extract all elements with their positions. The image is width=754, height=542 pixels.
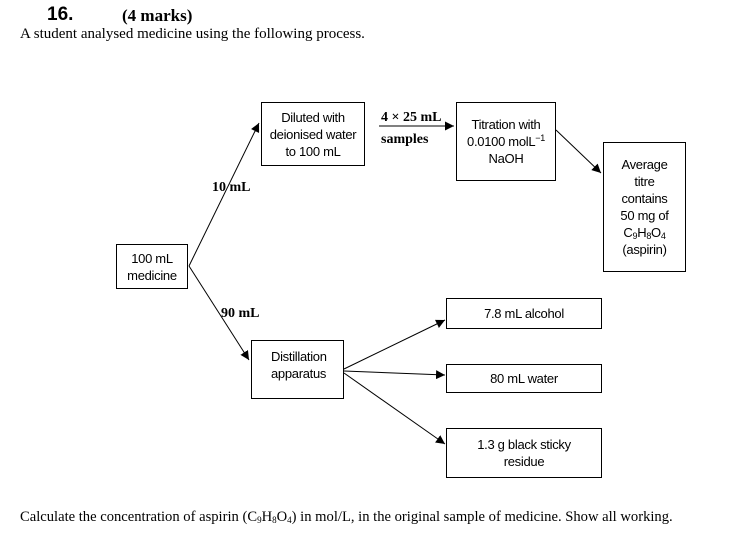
- product-water-box: 80 mL water: [446, 364, 602, 393]
- product-residue-line-1: 1.3 g black sticky: [477, 437, 571, 452]
- result-line-1: Average: [621, 157, 668, 172]
- transfer-label-line-2: samples: [381, 132, 429, 147]
- result-line-2: titre: [634, 174, 655, 189]
- formula-oxygen-count: 4: [660, 231, 666, 241]
- dilution-box: Diluted with deionised water to 100 mL: [261, 102, 365, 166]
- question-formula-carbon: C: [247, 509, 258, 525]
- titration-box: Titration with 0.0100 molL−1 NaOH: [456, 102, 556, 181]
- transfer-label: 4 × 25 mL samples: [381, 110, 441, 148]
- product-alcohol-label: 7.8 mL alcohol: [484, 306, 564, 321]
- distillation-box: Distillation apparatus: [251, 340, 344, 399]
- question-text: Calculate the concentration of aspirin (…: [20, 509, 673, 526]
- branch-up-label: 10 mL: [212, 180, 251, 195]
- marks-label: (4 marks): [122, 6, 193, 25]
- distillation-line-1: Distillation: [271, 349, 327, 364]
- dilution-line-3: to 100 mL: [285, 143, 341, 159]
- question-formula-carbon-count: 9: [257, 515, 262, 525]
- question-number: 16.: [47, 4, 74, 25]
- dilution-line-2: deionised water: [269, 126, 357, 142]
- formula-hydrogen: H: [637, 225, 647, 240]
- arrow-to-result: [555, 129, 602, 174]
- arrow-to-dilution: [188, 122, 260, 267]
- question-suffix: ) in mol/L, in the original sample of me…: [291, 509, 673, 525]
- result-line-6: (aspirin): [622, 242, 667, 257]
- titration-concentration: 0.0100 molL−1: [467, 133, 545, 150]
- formula-hydrogen-count: 8: [646, 231, 652, 241]
- medicine-box: 100 mL medicine: [116, 244, 188, 289]
- medicine-label: medicine: [127, 267, 177, 283]
- product-residue-line-2: residue: [503, 454, 545, 469]
- arrow-to-residue: [343, 372, 446, 445]
- arrow-to-distillation: [188, 265, 250, 361]
- intro-text: A student analysed medicine using the fo…: [20, 26, 365, 42]
- question-formula-hydrogen: H: [261, 509, 273, 525]
- product-residue-box: 1.3 g black sticky residue: [446, 428, 602, 478]
- arrow-to-alcohol: [343, 319, 446, 370]
- distillation-line-2: apparatus: [271, 366, 327, 381]
- transfer-label-line-1: 4 × 25 mL: [381, 110, 442, 125]
- formula-carbon-count: 9: [632, 231, 638, 241]
- product-alcohol-box: 7.8 mL alcohol: [446, 298, 602, 329]
- result-line-4: 50 mg of: [620, 208, 669, 223]
- titration-concentration-exponent: −1: [535, 133, 545, 143]
- titration-line-3: NaOH: [488, 151, 524, 166]
- titration-concentration-value: 0.0100 molL: [467, 134, 536, 149]
- dilution-line-1: Diluted with: [281, 109, 345, 125]
- titration-line-1: Titration with: [471, 117, 541, 132]
- arrow-to-water: [343, 370, 446, 380]
- result-box: Average titre contains 50 mg of C9H8O4 (…: [603, 142, 686, 272]
- medicine-volume: 100 mL: [131, 250, 173, 266]
- question-prefix: Calculate the concentration of aspirin (: [20, 509, 248, 525]
- branch-down-label: 90 mL: [221, 306, 260, 321]
- formula-carbon: C: [623, 225, 633, 240]
- result-line-3: contains: [621, 191, 668, 206]
- question-formula-oxygen-count: 4: [287, 515, 292, 525]
- question-formula-hydrogen-count: 8: [272, 515, 277, 525]
- question-formula-oxygen: O: [276, 509, 288, 525]
- formula-oxygen: O: [651, 225, 661, 240]
- product-water-label: 80 mL water: [490, 371, 558, 386]
- result-formula: C9H8O4: [620, 224, 668, 241]
